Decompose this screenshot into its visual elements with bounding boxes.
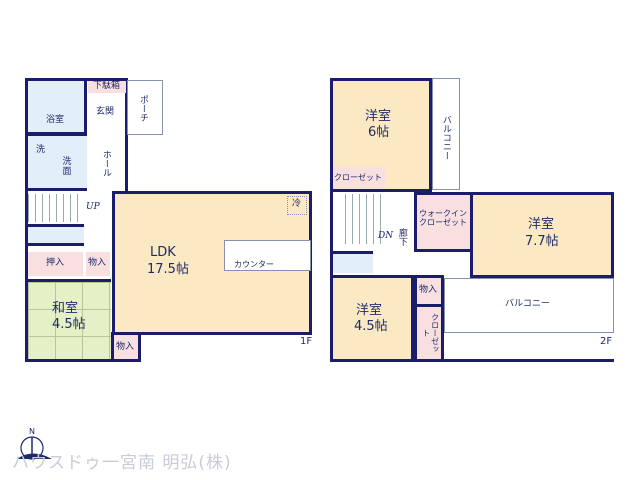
- fridge: [287, 196, 307, 215]
- washitsu-label: 和室: [52, 301, 79, 316]
- balcony-upper-label: バルコニー: [440, 115, 451, 160]
- oshiire-label: 押入: [46, 258, 65, 268]
- closet-2f-b: [414, 304, 444, 362]
- room1-label: 洋室: [365, 109, 392, 124]
- dn-label: DN: [378, 231, 394, 241]
- toilet-1f: [28, 224, 84, 246]
- storage-2f-label: 物入: [419, 285, 438, 295]
- watermark: ハウスドゥ一宮南 明弘(株): [12, 453, 232, 473]
- fridge-label: 冷: [292, 199, 302, 209]
- bathroom-label: 浴室: [46, 115, 65, 125]
- western-room-7-7: [470, 192, 614, 278]
- stairs-2f[interactable]: [345, 194, 385, 244]
- storage-1f-a-label: 物入: [88, 258, 107, 268]
- closet-2f-a-label: クローゼット: [334, 173, 382, 182]
- toilet-2f: [333, 251, 373, 273]
- balcony-upper: [432, 78, 460, 190]
- washroom-label: 洗面: [62, 157, 72, 177]
- western-room-4-5: [330, 275, 414, 362]
- floor1-label: 1F: [300, 336, 313, 347]
- closet-2f-a: [333, 167, 385, 189]
- porch: [127, 80, 163, 135]
- storage-1f-a: [86, 252, 110, 276]
- oshiire: [28, 252, 83, 276]
- entrance-label: 玄関: [96, 107, 115, 117]
- ldk-label: LDK: [150, 245, 176, 260]
- balcony-lower: [444, 278, 614, 333]
- stairs-1f[interactable]: [28, 194, 84, 222]
- walk-in-closet: [414, 192, 473, 252]
- kitchen-counter: [224, 240, 311, 271]
- floor2-label: 2F: [600, 336, 613, 347]
- room3-size: 4.5帖: [354, 319, 388, 334]
- ldk-size: 17.5帖: [147, 262, 189, 277]
- storage-1f-b-label: 物入: [116, 342, 135, 352]
- room1-size: 6帖: [368, 125, 390, 140]
- hall-label: ホール: [100, 150, 111, 177]
- compass-icon: [17, 436, 52, 460]
- storage-1f-b: [111, 332, 141, 362]
- porch-label: ポーチ: [137, 95, 148, 122]
- washitsu: [28, 279, 111, 359]
- closet-2f-b-label: クローゼット: [421, 312, 440, 353]
- balcony-lower-label: バルコニー: [505, 299, 550, 309]
- up-label: UP: [86, 202, 100, 212]
- washer-label: 洗: [36, 145, 46, 155]
- bathroom: [25, 78, 87, 135]
- compass-north-label: N: [29, 427, 35, 436]
- room2-size: 7.7帖: [525, 234, 559, 249]
- washitsu-size: 4.5帖: [52, 317, 86, 332]
- room3-label: 洋室: [356, 303, 383, 318]
- shoe-cabinet-label: 下駄箱: [93, 81, 121, 91]
- wic-label: ウォークインクローゼット: [419, 209, 467, 227]
- shoe-cabinet: [88, 81, 126, 93]
- room2-label: 洋室: [528, 217, 555, 232]
- washroom: [25, 133, 87, 191]
- corridor-label: 廊下: [396, 228, 407, 246]
- counter-label: カウンター: [234, 260, 274, 269]
